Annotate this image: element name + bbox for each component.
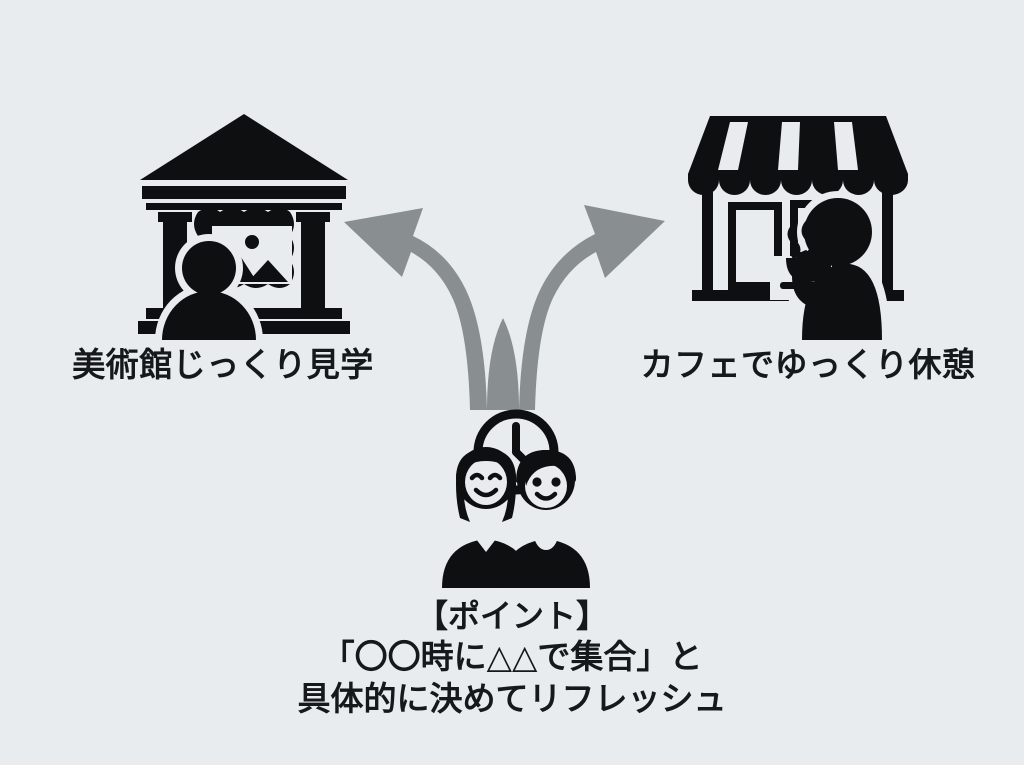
museum-icon xyxy=(136,108,352,340)
caption-line-3: 具体的に決めてリフレッシュ xyxy=(297,679,727,717)
left-option-label: 美術館じっくり見学 xyxy=(72,346,374,383)
caption-block: 【ポイント】 「〇〇時に△△で集合」と 具体的に決めてリフレッシュ xyxy=(0,596,1024,719)
man-avatar-icon xyxy=(502,450,590,588)
right-option-label: カフェでゆっくり休憩 xyxy=(640,346,976,383)
woman-avatar-icon xyxy=(442,447,530,588)
meetup-icon-group xyxy=(408,408,624,588)
caption-point-heading: 【ポイント】 xyxy=(415,598,608,634)
forked-two-way-arrow-icon xyxy=(330,160,676,410)
cafe-icon xyxy=(686,108,912,340)
caption-line-2: 「〇〇時に△△で集合」と xyxy=(321,638,703,676)
